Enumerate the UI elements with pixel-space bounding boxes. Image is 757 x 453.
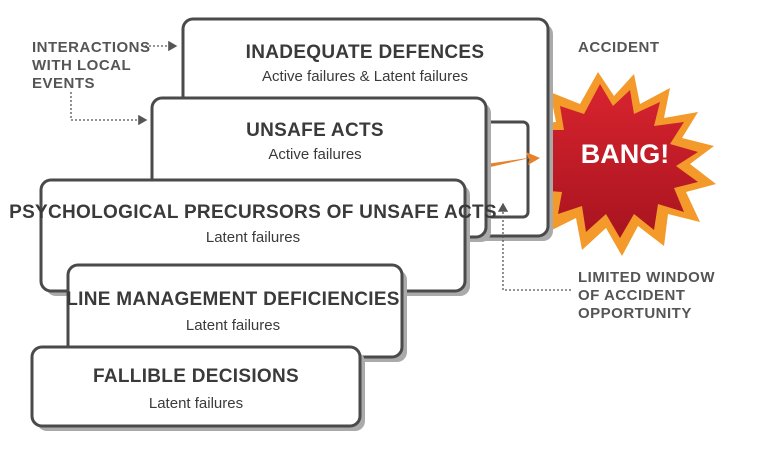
layer-title: UNSAFE ACTS [246, 120, 384, 141]
layer-subtitle: Latent failures [149, 395, 243, 412]
interactions-arrow-bottom [70, 92, 148, 126]
layer-title: FALLIBLE DECISIONS [93, 366, 299, 387]
layer-fallible-decisions: FALLIBLE DECISIONS Latent failures [30, 345, 365, 431]
accident-label: ACCIDENT [578, 39, 660, 56]
interactions-label-line-3: EVENTS [32, 75, 95, 92]
layer-subtitle: Active failures [268, 146, 361, 163]
layer-title: LINE MANAGEMENT DEFICIENCIES [66, 289, 400, 310]
interactions-annotation: INTERACTIONS WITH LOCAL EVENTS [32, 39, 178, 126]
window-label-line-2: OF ACCIDENT [578, 287, 685, 304]
window-label-line-3: OPPORTUNITY [578, 305, 692, 322]
layer-subtitle: Latent failures [206, 229, 300, 246]
accident-trajectory-arrow [486, 152, 540, 168]
layer-title: INADEQUATE DEFENCES [246, 42, 485, 63]
layer-title: PSYCHOLOGICAL PRECURSORS OF UNSAFE ACTS [9, 202, 497, 223]
burst-inner [528, 84, 698, 238]
interactions-label-line-1: INTERACTIONS [32, 39, 151, 56]
window-arrow [497, 202, 571, 291]
layer-subtitle: Active failures & Latent failures [262, 68, 468, 85]
bang-text: BANG! [581, 139, 670, 169]
window-annotation: LIMITED WINDOW OF ACCIDENT OPPORTUNITY [497, 202, 715, 322]
layer-subtitle: Latent failures [186, 317, 280, 334]
accident-burst: BANG! [512, 72, 716, 256]
window-label-line-1: LIMITED WINDOW [578, 269, 715, 286]
interactions-label-line-2: WITH LOCAL [32, 57, 131, 74]
